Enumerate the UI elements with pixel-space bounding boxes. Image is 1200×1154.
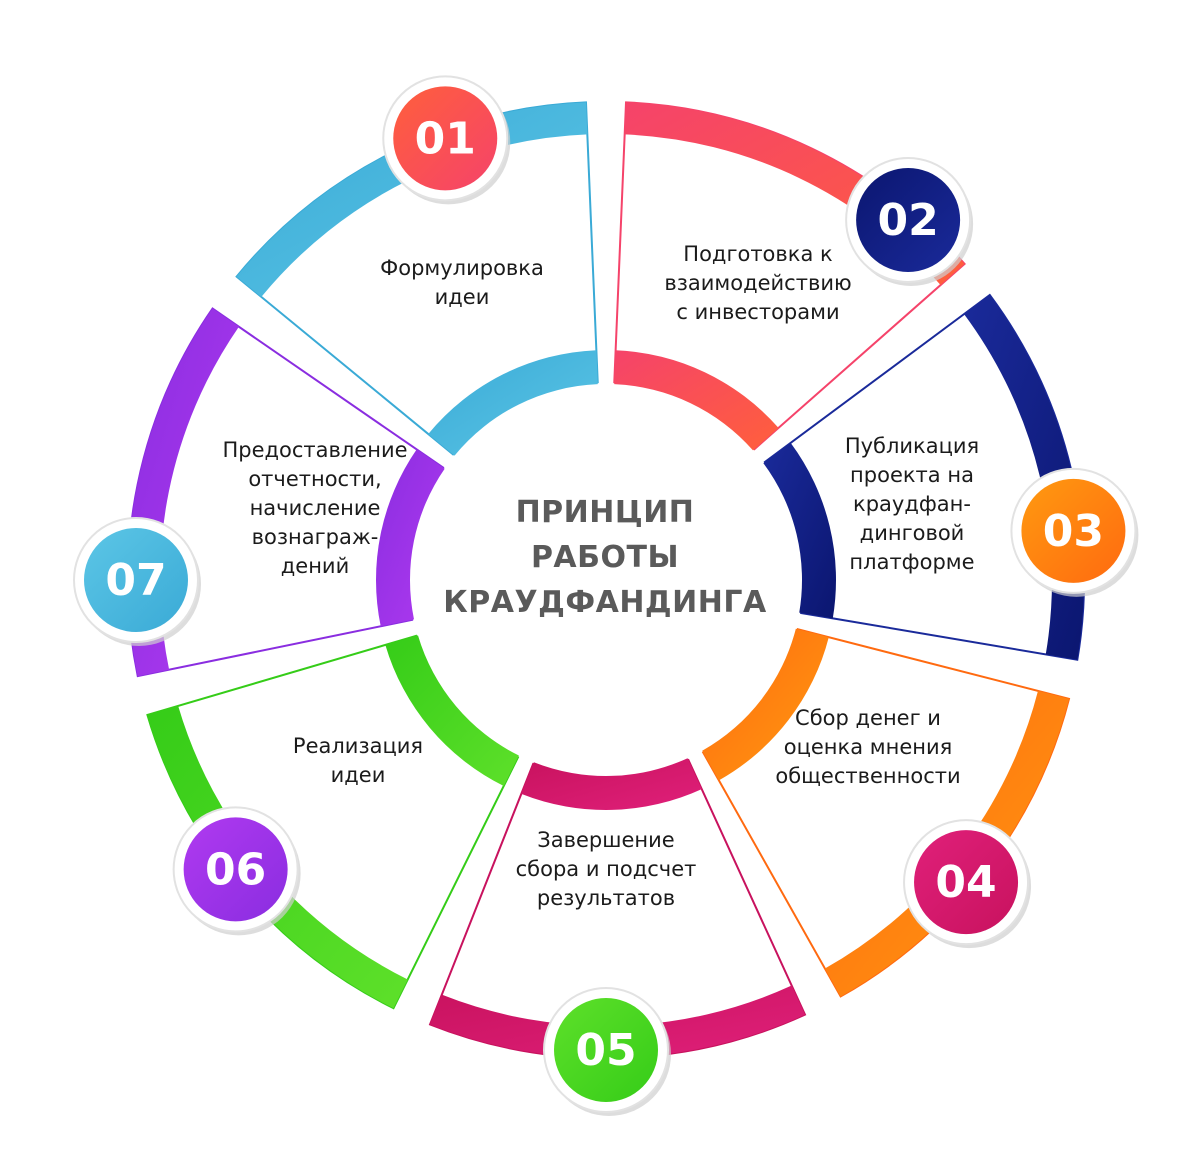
step-07-label: Предоставление отчетности, начисление во…: [222, 438, 408, 578]
center-circle: [412, 386, 800, 774]
badge-07-disc: [84, 528, 188, 632]
badge-04-number: 04: [935, 857, 996, 908]
badge-03-disc: [1021, 478, 1126, 583]
segment-03: [701, 628, 1071, 998]
segment-05-outer-arc: [147, 705, 408, 1009]
badge-05: 05: [543, 987, 671, 1116]
segment-06-inner-arc: [376, 449, 445, 627]
segment-04: [428, 758, 807, 1059]
badge-07-number: 07: [105, 555, 166, 606]
badge-04: 04: [903, 819, 1032, 949]
step-05-label: Завершение сбора и подсчет результатов: [515, 828, 697, 910]
step-01-label: Формулировка идеи: [380, 256, 544, 309]
badge-02: 02: [845, 156, 974, 286]
badge-02-number: 02: [877, 195, 938, 246]
badge-07: 07: [73, 517, 201, 646]
segment-05-inner-arc: [385, 635, 519, 787]
segment-04-outer-arc: [430, 985, 805, 1058]
segment-03-inner-arc: [702, 628, 829, 781]
segment-04-inner-arc: [521, 758, 702, 810]
badge-01: 01: [382, 75, 511, 205]
badge-01-number: 01: [415, 113, 476, 164]
badge-06: 06: [172, 806, 301, 936]
step-02-label: Подготовка к взаимодействию с инвесторам…: [664, 242, 852, 324]
badge-02-disc: [856, 167, 961, 272]
segment-02-inner-arc: [763, 442, 836, 619]
badge-01-disc: [393, 86, 498, 191]
segment-07-inner-arc: [428, 350, 598, 456]
segment-07: [235, 101, 599, 456]
badge-04-disc: [914, 830, 1019, 935]
segment-01-inner-arc: [614, 350, 779, 451]
badge-03: 03: [1010, 467, 1139, 597]
segment-03-outer-arc: [824, 690, 1069, 997]
badge-03-number: 03: [1043, 506, 1104, 557]
center-title: ПРИНЦИП РАБОТЫ КРАУДФАНДИНГА: [443, 495, 767, 620]
segment-05: [146, 634, 520, 1010]
badge-05-disc: [554, 998, 658, 1102]
badge-06-disc: [183, 817, 288, 922]
step-03-label: Публикация проекта на краудфан- динговой…: [844, 434, 980, 574]
step-06-label: Реализация идеи: [292, 734, 424, 787]
step-04-label: Сбор денег и оценка мнения общественност…: [775, 706, 961, 788]
step-badges: 01 02 03 04 05 06 07: [73, 75, 1139, 1116]
badge-05-number: 05: [575, 1025, 636, 1076]
badge-06-number: 06: [205, 844, 266, 895]
segment-07-outer-arc: [236, 102, 588, 297]
